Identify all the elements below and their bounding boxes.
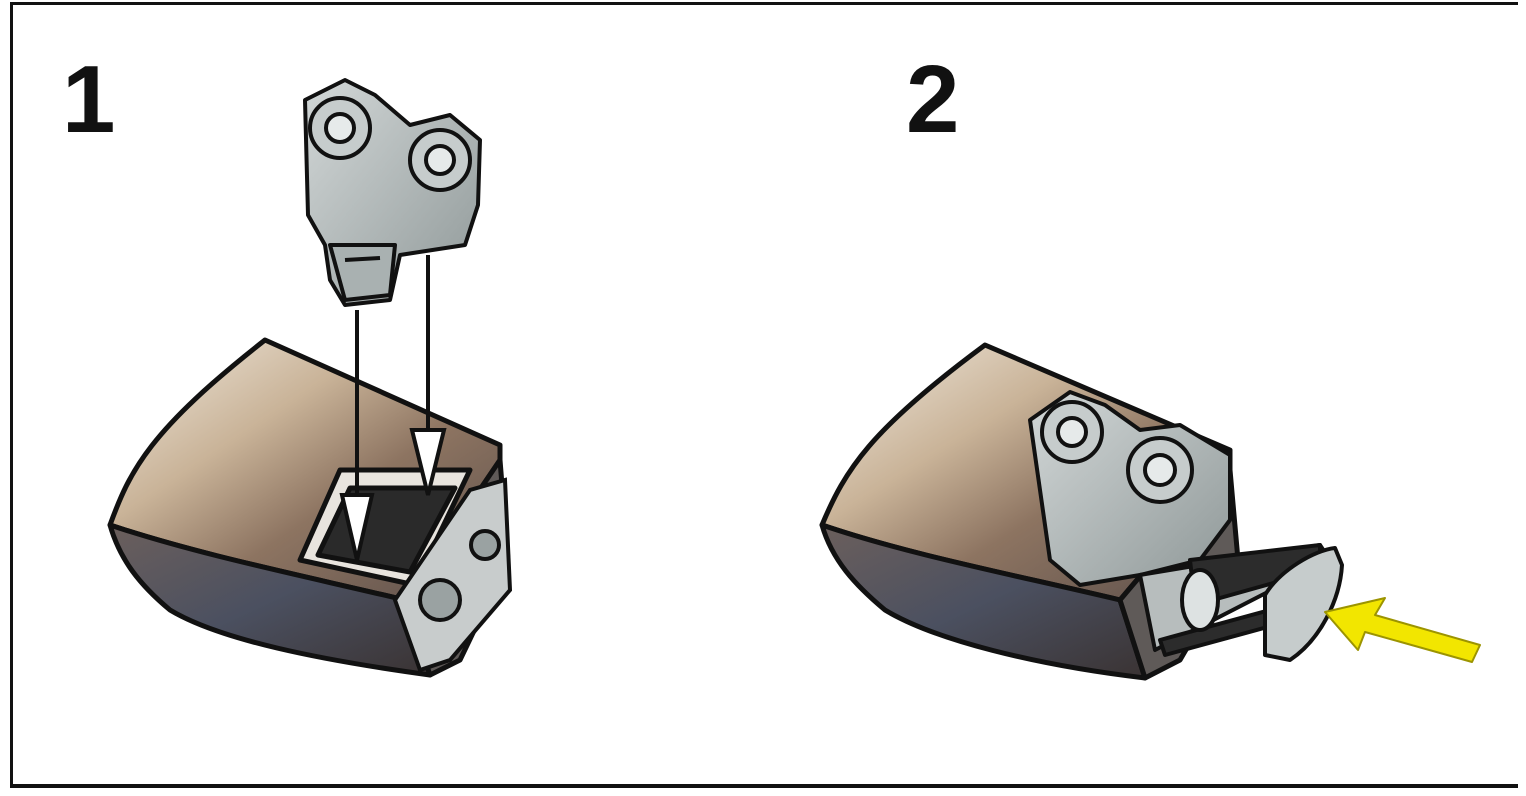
step-2-illustration [760, 0, 1526, 796]
step-1-illustration [0, 0, 760, 796]
connector-piece [1030, 392, 1230, 585]
push-arrow [1325, 598, 1480, 662]
connector-piece [305, 80, 480, 305]
